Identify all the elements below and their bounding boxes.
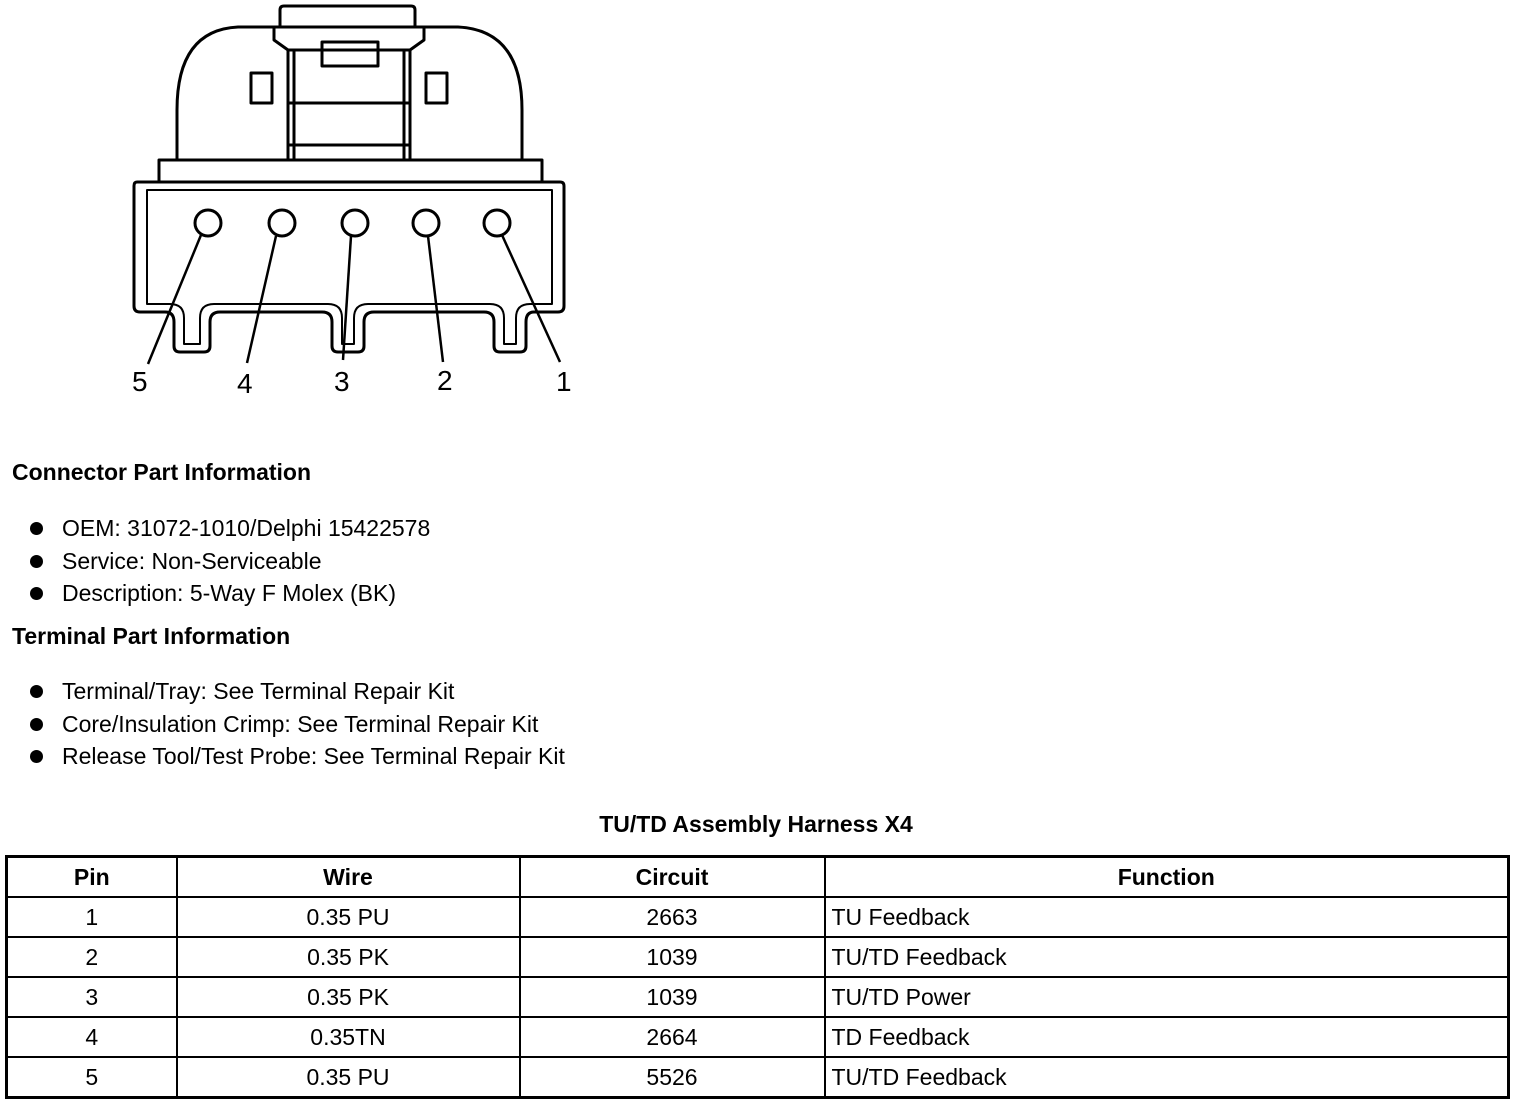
pin-label-4: 4: [237, 368, 253, 399]
cell-circuit: 2664: [518, 1016, 826, 1058]
table-row: 3 0.35 PK 1039 TU/TD Power: [5, 976, 1510, 1018]
cell-wire: 0.35 PU: [175, 896, 521, 938]
bullet-icon: [30, 587, 43, 601]
cavity-1: [482, 208, 512, 238]
list-item: OEM: 31072-1010/Delphi 15422578: [30, 512, 430, 545]
cell-circuit: 5526: [518, 1056, 826, 1099]
list-item: Terminal/Tray: See Terminal Repair Kit: [30, 675, 565, 708]
cell-circuit: 2663: [518, 896, 826, 938]
cell-wire: 0.35TN: [175, 1016, 521, 1058]
cell-pin: 3: [5, 976, 178, 1018]
connector-face-diagram: 5 4 3 2 1: [132, 4, 572, 399]
cavity-3: [340, 208, 370, 238]
connector-info-heading: Connector Part Information: [12, 459, 312, 485]
cell-circuit: 1039: [518, 976, 826, 1018]
cell-function: TU Feedback: [823, 896, 1510, 938]
list-item-text: Description: 5-Way F Molex (BK): [62, 580, 396, 607]
list-item-text: Service: Non-Serviceable: [62, 547, 322, 574]
cell-wire: 0.35 PU: [175, 1056, 521, 1099]
cell-function: TD Feedback: [823, 1016, 1510, 1058]
pin-label-1: 1: [556, 366, 572, 397]
list-item-text: Core/Insulation Crimp: See Terminal Repa…: [62, 710, 539, 737]
terminal-info-heading: Terminal Part Information: [12, 623, 291, 649]
terminal-info-list: Terminal/Tray: See Terminal Repair Kit C…: [30, 675, 565, 773]
bullet-icon: [30, 717, 43, 731]
header-pin: Pin: [5, 855, 178, 898]
bullet-icon: [30, 522, 43, 535]
list-item: Release Tool/Test Probe: See Terminal Re…: [30, 740, 565, 773]
table-row: 1 0.35 PU 2663 TU Feedback: [5, 896, 1510, 938]
header-wire: Wire: [175, 855, 521, 898]
table-row: 2 0.35 PK 1039 TU/TD Feedback: [5, 936, 1510, 978]
cell-pin: 4: [5, 1016, 178, 1058]
cell-function: TU/TD Feedback: [823, 936, 1510, 978]
cell-pin: 5: [5, 1056, 178, 1099]
table-row: 5 0.35 PU 5526 TU/TD Feedback: [5, 1056, 1510, 1099]
table-header-row: Pin Wire Circuit Function: [5, 855, 1510, 898]
bullet-icon: [30, 685, 43, 698]
list-item-text: Release Tool/Test Probe: See Terminal Re…: [62, 743, 565, 770]
list-item-text: OEM: 31072-1010/Delphi 15422578: [62, 515, 431, 541]
list-item: Service: Non-Serviceable: [30, 545, 430, 578]
pin-label-2: 2: [437, 365, 453, 396]
list-item: Description: 5-Way F Molex (BK): [30, 577, 430, 610]
pin-label-3: 3: [334, 366, 350, 397]
cavity-2: [411, 208, 441, 238]
pin-label-5: 5: [132, 366, 148, 397]
table-title: TU/TD Assembly Harness X4: [599, 811, 913, 837]
pinout-table: Pin Wire Circuit Function 1 0.35 PU 2663…: [5, 855, 1510, 1099]
header-circuit: Circuit: [518, 855, 826, 898]
cell-wire: 0.35 PK: [175, 936, 521, 978]
cell-circuit: 1039: [518, 936, 826, 978]
bullet-icon: [30, 750, 43, 764]
cell-pin: 2: [5, 936, 178, 978]
list-item: Core/Insulation Crimp: See Terminal Repa…: [30, 708, 565, 741]
cavity-4: [267, 208, 297, 238]
cell-wire: 0.35 PK: [175, 976, 521, 1018]
table-row: 4 0.35TN 2664 TD Feedback: [5, 1016, 1510, 1058]
cavity-5: [193, 208, 223, 238]
list-item-text: Terminal/Tray: See Terminal Repair Kit: [62, 678, 455, 704]
bullet-icon: [30, 554, 43, 568]
connector-info-list: OEM: 31072-1010/Delphi 15422578 Service:…: [30, 512, 430, 610]
cell-pin: 1: [5, 896, 178, 938]
cell-function: TU/TD Feedback: [823, 1056, 1510, 1099]
header-function: Function: [823, 855, 1510, 898]
cell-function: TU/TD Power: [823, 976, 1510, 1018]
